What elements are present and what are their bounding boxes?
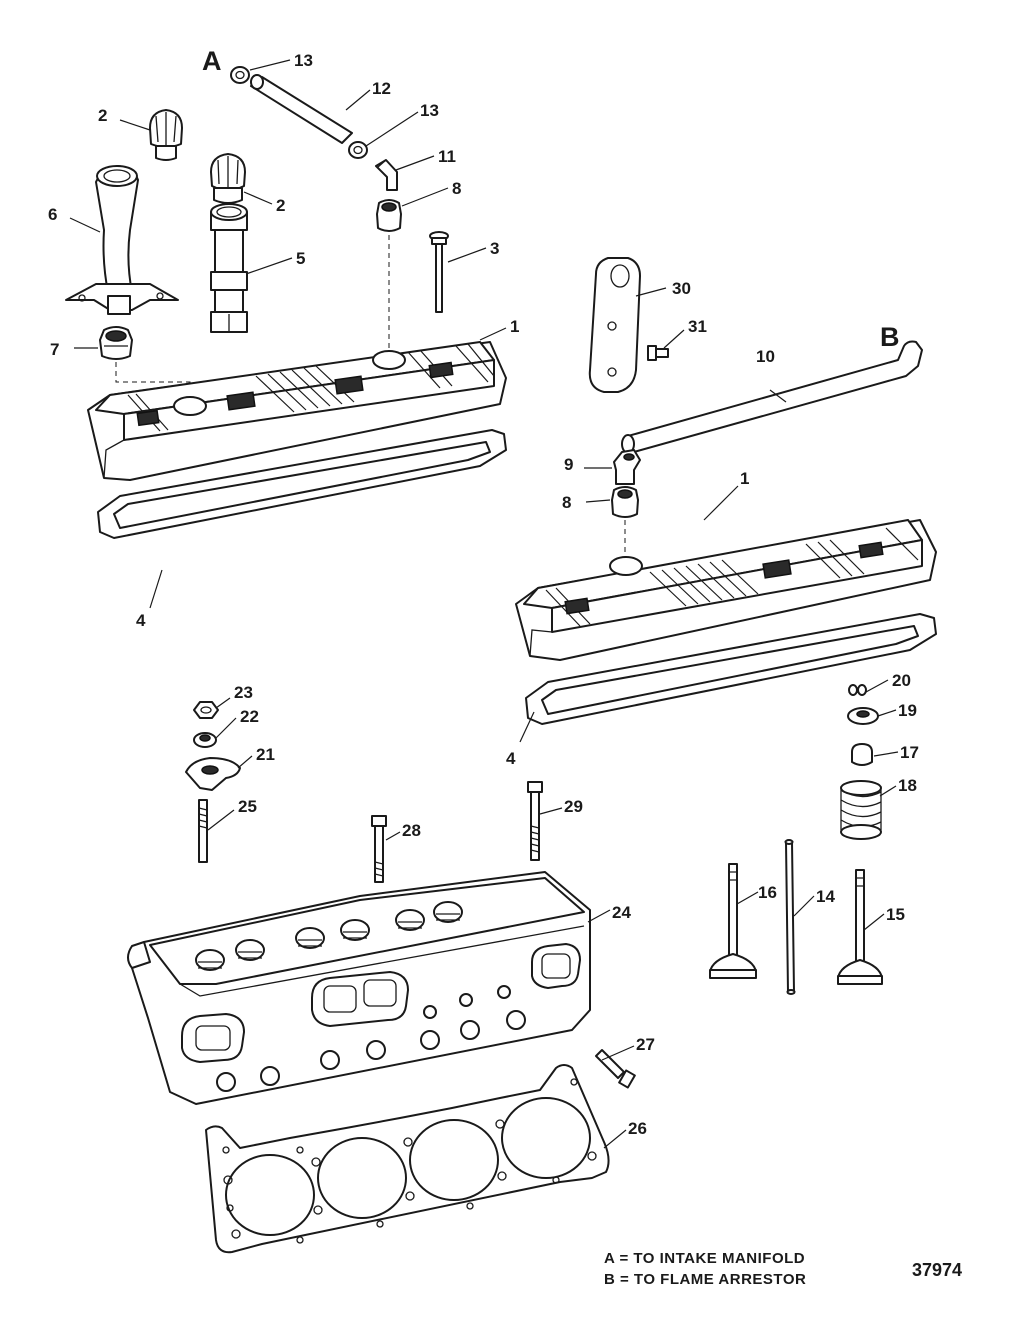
elbow-fitting-9 bbox=[613, 449, 641, 485]
callout-19: 19 bbox=[898, 701, 917, 720]
callout-12: 12 bbox=[372, 79, 391, 98]
pcv-hose-10 bbox=[621, 340, 923, 454]
callout-6: 6 bbox=[48, 205, 57, 224]
callout-9: 9 bbox=[564, 455, 573, 474]
valve-springs-row bbox=[195, 901, 463, 971]
valve-cover-gasket-4-left bbox=[97, 429, 507, 539]
callout-1: 1 bbox=[510, 317, 519, 336]
callout-17: 17 bbox=[900, 743, 919, 762]
rocker-stud-25 bbox=[198, 799, 208, 863]
rocker-nut-23 bbox=[193, 701, 219, 719]
grommet-7 bbox=[99, 326, 133, 360]
head-bolt-bosses bbox=[216, 985, 526, 1092]
callout-8: 8 bbox=[452, 179, 461, 198]
callout-16: 16 bbox=[758, 883, 777, 902]
valve-cover-1-left bbox=[87, 341, 507, 481]
valve-cover-1-right bbox=[515, 519, 937, 661]
callout-13: 13 bbox=[294, 51, 313, 70]
callout-2: 2 bbox=[276, 196, 285, 215]
callout-4: 4 bbox=[136, 611, 146, 630]
callout-28: 28 bbox=[402, 821, 421, 840]
leader-lines bbox=[69, 59, 899, 1149]
callout-7: 7 bbox=[50, 340, 59, 359]
callout-30: 30 bbox=[672, 279, 691, 298]
pcv-hose-assembly bbox=[230, 66, 402, 352]
legend-line-a: A = TO INTAKE MANIFOLD bbox=[604, 1250, 806, 1267]
callout-4: 4 bbox=[506, 749, 516, 768]
callout-1: 1 bbox=[740, 469, 749, 488]
callout-2: 2 bbox=[98, 106, 107, 125]
connection-letter-a: A bbox=[202, 46, 222, 76]
head-gasket-26 bbox=[205, 1064, 610, 1254]
valve-cover-bolt-3 bbox=[429, 231, 449, 313]
callout-22: 22 bbox=[240, 707, 259, 726]
callout-29: 29 bbox=[564, 797, 583, 816]
connection-letter-b: B bbox=[880, 322, 900, 352]
figure-number: 37974 bbox=[912, 1260, 963, 1280]
exhaust-ports bbox=[181, 943, 581, 1063]
grommet-8-right bbox=[611, 486, 639, 518]
callout-13: 13 bbox=[420, 101, 439, 120]
head-bolt-28 bbox=[371, 815, 387, 883]
elbow-fitting-11 bbox=[375, 159, 398, 191]
hose-clamp-13-upper bbox=[230, 66, 250, 84]
callout-20: 20 bbox=[892, 671, 911, 690]
callout-24: 24 bbox=[612, 903, 631, 922]
rocker-arm-21 bbox=[185, 757, 241, 791]
callout-31: 31 bbox=[688, 317, 707, 336]
callout-18: 18 bbox=[898, 776, 917, 795]
callout-23: 23 bbox=[234, 683, 253, 702]
screw-31 bbox=[647, 345, 669, 361]
oil-fill-tube-6 bbox=[65, 165, 179, 315]
callout-26: 26 bbox=[628, 1119, 647, 1138]
callout-3: 3 bbox=[490, 239, 499, 258]
grommet-8-left bbox=[376, 199, 402, 232]
valve-seal-17 bbox=[851, 743, 873, 766]
pcv-hose-12 bbox=[250, 74, 353, 144]
legend-line-b: B = TO FLAME ARRESTOR bbox=[604, 1271, 807, 1288]
oil-fill-tube-5 bbox=[210, 203, 248, 333]
valve-lock-20 bbox=[848, 684, 867, 696]
bracket-30 bbox=[588, 257, 641, 393]
callout-5: 5 bbox=[296, 249, 305, 268]
spring-cap-19 bbox=[847, 707, 879, 725]
cylinder-head-24 bbox=[127, 871, 591, 1105]
rocker-ball-22 bbox=[193, 732, 217, 748]
callout-15: 15 bbox=[886, 905, 905, 924]
oil-fill-cap-2-right bbox=[210, 153, 246, 204]
callout-25: 25 bbox=[238, 797, 257, 816]
bolt-27 bbox=[595, 1049, 636, 1089]
callout-21: 21 bbox=[256, 745, 275, 764]
callout-numbers: 13 12 13 11 8 2 6 2 5 3 7 1 4 30 31 10 9… bbox=[48, 51, 919, 1138]
hose-clamp-13-lower bbox=[348, 141, 368, 159]
callout-27: 27 bbox=[636, 1035, 655, 1054]
cylinder-bores bbox=[225, 1097, 591, 1236]
pushrod-14 bbox=[784, 839, 796, 995]
callout-11: 11 bbox=[438, 147, 456, 166]
intake-valve-16 bbox=[709, 863, 757, 979]
cooling-fins-right bbox=[545, 527, 919, 627]
exhaust-valve-15 bbox=[837, 869, 883, 985]
oil-fill-cap-2-left bbox=[149, 109, 183, 161]
valve-spring-18 bbox=[840, 780, 882, 840]
callout-10: 10 bbox=[756, 347, 775, 366]
valve-cover-gasket-4-right bbox=[525, 613, 937, 725]
callout-8: 8 bbox=[562, 493, 571, 512]
callout-14: 14 bbox=[816, 887, 835, 906]
head-bolt-29 bbox=[527, 781, 543, 861]
gasket-holes bbox=[222, 1078, 597, 1244]
